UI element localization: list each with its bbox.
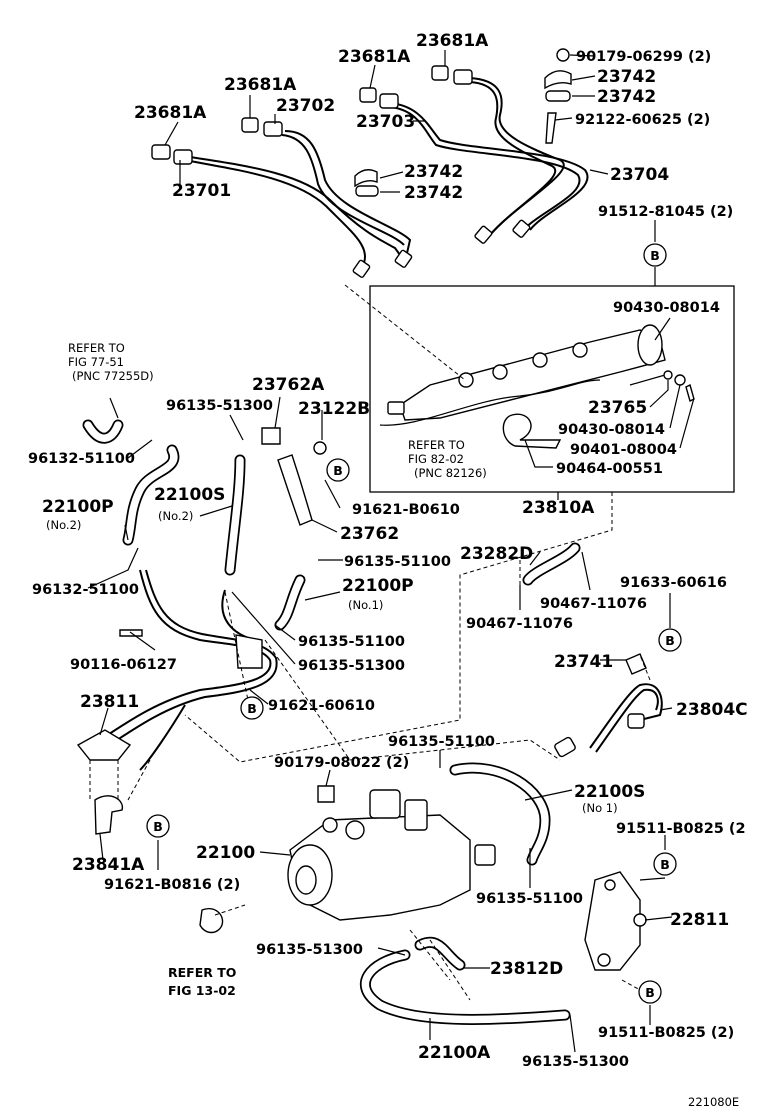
part-label: 23742 xyxy=(404,162,463,182)
part-label: 23681A xyxy=(416,31,489,51)
part-label: 91511-B0825 (2) xyxy=(598,1025,734,1041)
injection-pipes xyxy=(151,48,589,278)
part-label: 90464-00551 xyxy=(556,461,663,477)
leader-lines xyxy=(87,50,695,1053)
part-label: 23282D xyxy=(460,544,533,564)
part-label: 23762 xyxy=(340,524,399,544)
part-label: 96135-51300 xyxy=(166,398,273,414)
part-label: 96135-51100 xyxy=(476,891,583,907)
svg-text:B: B xyxy=(247,701,257,716)
part-label: 23681A xyxy=(338,47,411,67)
common-rail-box xyxy=(369,285,735,493)
bolt-marker-b: B xyxy=(146,814,170,838)
part-label: 22100A xyxy=(418,1043,491,1063)
bolt-marker-b: B xyxy=(643,243,667,267)
part-label: 96135-51100 xyxy=(388,734,495,750)
svg-text:B: B xyxy=(153,819,163,834)
part-label: 22100P xyxy=(342,576,414,596)
part-label: 90116-06127 xyxy=(70,657,177,673)
part-label: 90467-11076 xyxy=(466,616,573,632)
bolt-marker-b: B xyxy=(638,980,662,1004)
diagram-code: 221080E xyxy=(688,1095,739,1109)
part-label: (No.2) xyxy=(46,518,81,532)
part-label: 23742 xyxy=(404,183,463,203)
part-label: 96135-51100 xyxy=(298,634,405,650)
part-label: 96135-51300 xyxy=(298,658,405,674)
part-label: 92122-60625 (2) xyxy=(575,112,710,128)
part-label: 96135-51300 xyxy=(256,942,363,958)
part-labels: 23681A 23681A 23681A 23681A 90179-06299 … xyxy=(28,31,748,1109)
part-label: 23122B xyxy=(298,399,370,419)
part-label: 91621-60610 xyxy=(268,698,375,714)
part-label: 23812D xyxy=(490,959,563,979)
svg-text:B: B xyxy=(665,633,675,648)
bolt-marker-b: B xyxy=(658,628,682,652)
part-label: (No.2) xyxy=(158,509,193,523)
refer-note: FIG 77-51 xyxy=(68,355,124,369)
part-label: (No.1) xyxy=(348,598,383,612)
part-label: 23841A xyxy=(72,855,145,875)
svg-text:B: B xyxy=(660,857,670,872)
part-label: 96132-51100 xyxy=(28,451,135,467)
refer-note: (PNC 82126) xyxy=(414,466,487,480)
part-label: 23742 xyxy=(597,67,656,87)
part-label: 22100S xyxy=(574,782,645,802)
part-label: 91633-60616 xyxy=(620,575,727,591)
part-label: 23804C xyxy=(676,700,748,720)
part-label: 23765 xyxy=(588,398,647,418)
part-label: 90430-08014 xyxy=(558,422,665,438)
part-label: 91621-B0816 (2) xyxy=(104,877,240,893)
part-label: 90179-08022 (2) xyxy=(274,755,409,771)
part-label: 22811 xyxy=(670,910,729,930)
part-label: 91511-B0825 (2 xyxy=(616,821,746,837)
part-label: 22100 xyxy=(196,843,255,863)
part-label: 91512-81045 (2) xyxy=(598,204,733,220)
svg-text:B: B xyxy=(650,248,660,263)
part-label: 91621-B0610 xyxy=(352,502,460,518)
part-label: 23704 xyxy=(610,165,669,185)
part-label: 96132-51100 xyxy=(32,582,139,598)
part-label: 90467-11076 xyxy=(540,596,647,612)
part-label: 22100P xyxy=(42,497,114,517)
part-label: 23742 xyxy=(597,87,656,107)
bolt-marker-b: B xyxy=(240,696,264,720)
reference-lines xyxy=(89,284,651,1001)
svg-text:B: B xyxy=(333,463,343,478)
bolt-marker-b: B xyxy=(326,458,350,482)
refer-note: (PNC 77255D) xyxy=(72,369,154,383)
part-label: 23681A xyxy=(134,103,207,123)
part-label: 22100S xyxy=(154,485,225,505)
refer-note: REFER TO xyxy=(168,965,236,980)
refer-note: FIG 82-02 xyxy=(408,452,464,466)
part-label: 96135-51300 xyxy=(522,1054,629,1070)
part-label: (No 1) xyxy=(582,801,618,815)
refer-note: FIG 13-02 xyxy=(168,983,236,998)
part-label: 23702 xyxy=(276,96,335,116)
part-label: 90179-06299 (2) xyxy=(576,49,711,65)
part-label: 90430-08014 xyxy=(613,300,720,316)
part-label: 23681A xyxy=(224,75,297,95)
refer-note: REFER TO xyxy=(408,438,465,452)
part-label: 23701 xyxy=(172,181,231,201)
part-label: 23762A xyxy=(252,375,325,395)
part-label: 23703 xyxy=(356,112,415,132)
bolt-markers: B B B B B B B xyxy=(146,243,682,1004)
bolt-marker-b: B xyxy=(653,852,677,876)
part-label: 23811 xyxy=(80,692,139,712)
part-label: 23810A xyxy=(522,498,595,518)
svg-text:B: B xyxy=(645,985,655,1000)
part-label: 23741 xyxy=(554,652,613,672)
part-label: 90401-08004 xyxy=(570,442,677,458)
part-label: 96135-51100 xyxy=(344,554,451,570)
injection-pump xyxy=(199,785,647,971)
refer-note: REFER TO xyxy=(68,341,125,355)
